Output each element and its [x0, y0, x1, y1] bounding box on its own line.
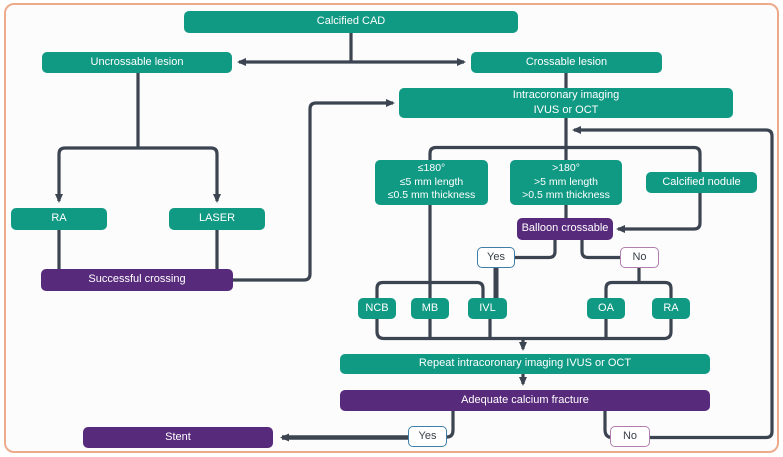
node-label-line1: ≤180°: [417, 161, 446, 174]
node-label: Calcified CAD: [316, 15, 386, 28]
node-adequate-calcium-fracture: Adequate calcium fracture: [340, 390, 710, 411]
node-label-line3: >0.5 mm thickness: [522, 189, 610, 202]
node-label: RA: [51, 212, 67, 225]
connector-no-feedback-to-imaging: [572, 126, 774, 440]
connector-low-bracket-collector: [375, 280, 673, 341]
connector-nodule-to-balloon: [616, 193, 702, 233]
node-oa: OA: [587, 298, 625, 319]
node-ivl: IVL: [468, 298, 507, 319]
node-label: No: [632, 250, 647, 263]
node-label: IVL: [479, 301, 496, 314]
connector-no-to-oa: [604, 280, 639, 298]
node-no-balloon: No: [620, 247, 659, 268]
node-label: Yes: [487, 250, 505, 263]
node-laser: LASER: [169, 208, 265, 230]
connector-balloon-to-no: [580, 240, 620, 260]
node-stent: Stent: [83, 427, 273, 448]
node-label-line3: ≤0.5 mm thickness: [387, 189, 476, 202]
connector-balloon-to-yes: [515, 240, 557, 260]
node-label-line1: Intracoronary imaging: [512, 89, 620, 102]
node-label: Yes: [418, 429, 437, 442]
connector-low-to-ivl: [430, 280, 485, 298]
node-label-line2: IVUS or OCT: [533, 104, 599, 116]
node-ncb: NCB: [358, 298, 396, 319]
node-calcified-cad: Calcified CAD: [184, 11, 518, 33]
node-label: NCB: [365, 301, 389, 314]
connector-split-to-ra: [55, 146, 138, 203]
node-crossable-lesion: Crossable lesion: [471, 52, 662, 73]
node-criteria-high: >180° >5 mm length >0.5 mm thickness: [510, 160, 622, 205]
node-label: Stent: [165, 430, 191, 443]
node-label: Uncrossable lesion: [90, 55, 184, 68]
node-label: RA: [663, 301, 679, 314]
node-ra-right: RA: [652, 298, 690, 319]
connector-adequate-to-yes: [446, 411, 455, 439]
node-label: Successful crossing: [88, 273, 186, 286]
node-no-fracture: No: [610, 426, 650, 447]
node-label: OA: [598, 301, 614, 314]
node-label-line2: ≤5 mm length: [399, 175, 464, 188]
connector-no-to-ra: [639, 280, 673, 298]
node-yes-fracture: Yes: [408, 426, 447, 447]
node-criteria-low: ≤180° ≤5 mm length ≤0.5 mm thickness: [375, 160, 488, 205]
connector-split-to-laser: [138, 146, 221, 203]
node-label-line1: >180°: [552, 161, 580, 174]
node-label: Repeat intracoronary imaging IVUS or OCT: [418, 357, 632, 370]
node-label: Balloon crossable: [521, 222, 609, 235]
node-yes-balloon: Yes: [477, 247, 515, 268]
node-label-line2: >5 mm length: [534, 175, 598, 188]
node-successful-crossing: Successful crossing: [41, 269, 233, 291]
connector-split-to-low: [428, 145, 566, 160]
node-repeat-imaging: Repeat intracoronary imaging IVUS or OCT: [340, 354, 710, 374]
node-intracoronary-imaging: Intracoronary imaging IVUS or OCT: [399, 88, 733, 118]
connector-successful-to-imaging: [233, 99, 395, 282]
node-balloon-crossable: Balloon crossable: [517, 218, 613, 240]
node-label: MB: [421, 301, 439, 314]
node-label: Crossable lesion: [525, 55, 608, 68]
node-label: LASER: [198, 212, 236, 225]
node-uncrossable-lesion: Uncrossable lesion: [42, 52, 232, 73]
node-label: Calcified nodule: [662, 175, 741, 188]
node-label: Adequate calcium fracture: [461, 393, 589, 406]
node-ra-left: RA: [11, 208, 107, 230]
connector-split-to-nodule: [566, 145, 702, 193]
node-calcified-nodule: Calcified nodule: [646, 172, 757, 193]
node-mb: MB: [411, 298, 449, 319]
node-label: No: [622, 429, 638, 442]
